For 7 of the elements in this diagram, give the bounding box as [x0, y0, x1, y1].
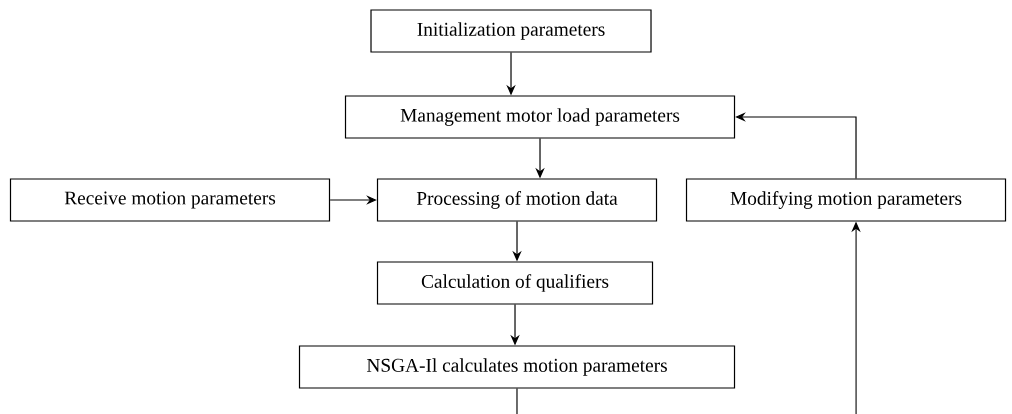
- process-box: Management motor load parameters: [344, 95, 736, 139]
- process-box: Initialization parameters: [370, 9, 652, 53]
- process-box: Modifying motion parameters: [685, 178, 1007, 222]
- process-box: NSGA-Il calculates motion parameters: [298, 345, 736, 389]
- process-box: Calculation of qualifiers: [376, 261, 654, 305]
- process-box: Processing of motion data: [376, 178, 658, 222]
- process-box: Receive motion parameters: [9, 178, 331, 222]
